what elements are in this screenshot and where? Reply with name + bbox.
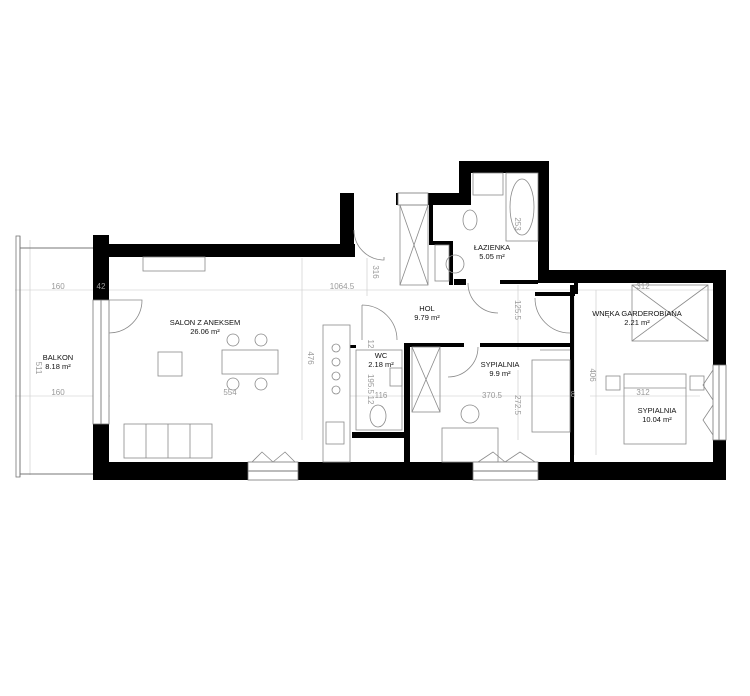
dim-wc-195-5: 195.5 [366, 374, 375, 395]
lazienka-area: 5.05 m² [479, 252, 505, 261]
windows [92, 192, 727, 481]
sypialnia1-area: 9.9 m² [489, 369, 511, 378]
sypialnia1-name: SYPIALNIA [481, 360, 520, 369]
garderoba-name: WNĘKA GARDEROBIANA [592, 309, 682, 318]
dim-garderoba-width: 312 [636, 282, 650, 291]
dim-wc-116: 116 [375, 391, 388, 400]
balkon-area: 8.18 m² [45, 362, 71, 371]
doors [108, 229, 571, 378]
hol-area: 9.79 m² [414, 313, 440, 322]
dim-lazienka-253: 253 [513, 217, 522, 231]
dim-balkon-top: 160 [51, 282, 65, 291]
dim-balkon-bottom: 160 [51, 388, 65, 397]
dimension-labels: 160 160 511 42 1064.5 554 476 316 253 12… [34, 217, 650, 415]
lazienka-name: ŁAZIENKA [474, 243, 510, 252]
garderoba-area: 2.21 m² [624, 318, 650, 327]
furniture [123, 172, 709, 463]
hol-name: HOL [419, 304, 434, 313]
dim-total-length: 1064.5 [330, 282, 355, 291]
sypialnia2-area: 10.04 m² [642, 415, 672, 424]
dim-salon-width: 554 [223, 388, 237, 397]
dim-mark-8: 8 [571, 390, 576, 399]
dim-sypialnia1-width: 370.5 [482, 391, 503, 400]
dim-sypialnia1-depth: 272.5 [513, 395, 522, 416]
dim-hol-316: 316 [371, 265, 380, 279]
salon-name: SALON Z ANEKSEM [170, 318, 240, 327]
dim-balkon-length: 511 [34, 362, 43, 375]
wc-name: WC [375, 351, 388, 360]
dim-wall-42: 42 [97, 282, 106, 291]
dim-salon-depth: 476 [306, 351, 315, 365]
dim-sypialnia2-width: 312 [636, 388, 650, 397]
dim-hol-125-5: 125.5 [513, 300, 522, 321]
dim-sypialnia2-depth: 406 [588, 368, 597, 382]
wc-area: 2.18 m² [368, 360, 394, 369]
dim-wc-12-top: 12 [366, 340, 375, 349]
room-labels: BALKON 8.18 m² SALON Z ANEKSEM 26.06 m² … [43, 243, 682, 424]
balkon-name: BALKON [43, 353, 73, 362]
salon-area: 26.06 m² [190, 327, 220, 336]
dim-wc-12-bottom: 12 [366, 396, 375, 405]
balcony [15, 235, 93, 478]
sypialnia2-name: SYPIALNIA [638, 406, 677, 415]
